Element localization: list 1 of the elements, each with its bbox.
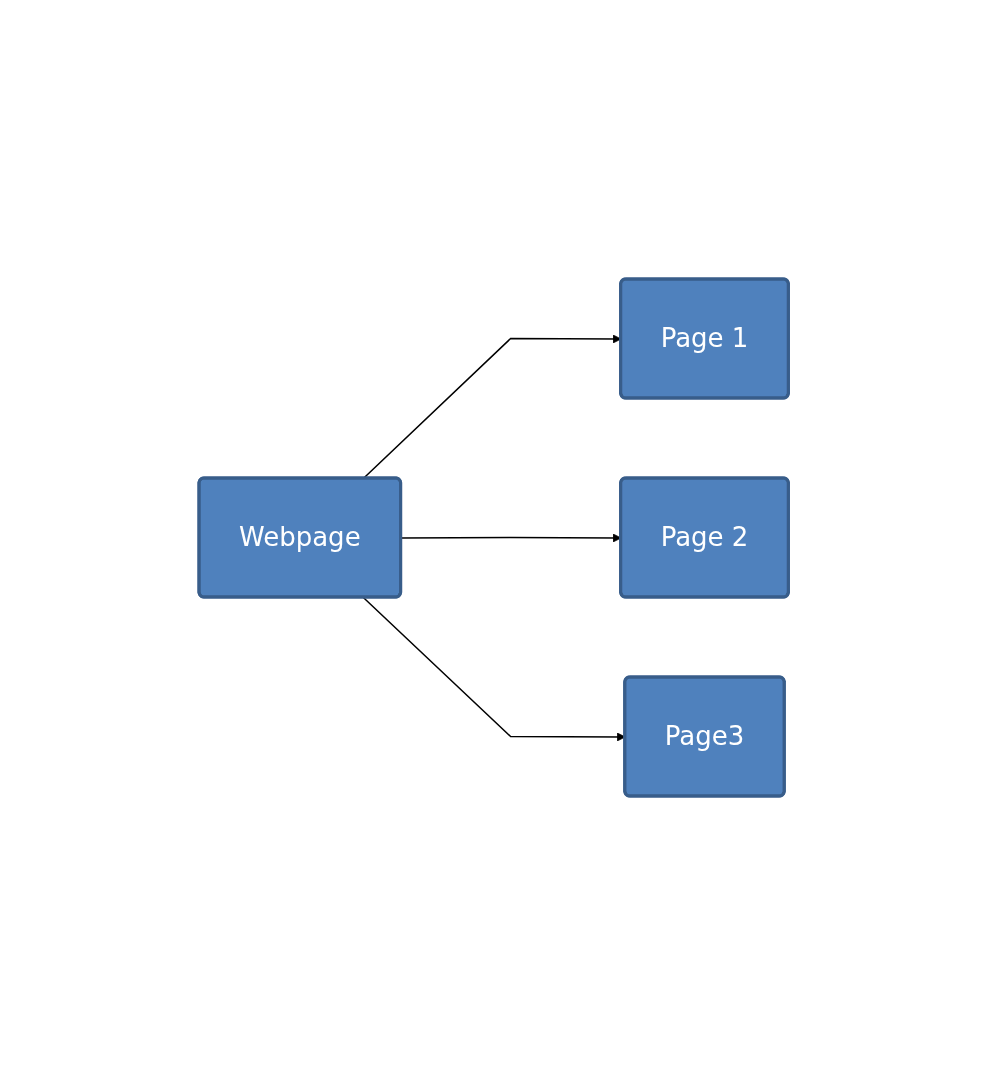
arrow — [362, 596, 626, 741]
